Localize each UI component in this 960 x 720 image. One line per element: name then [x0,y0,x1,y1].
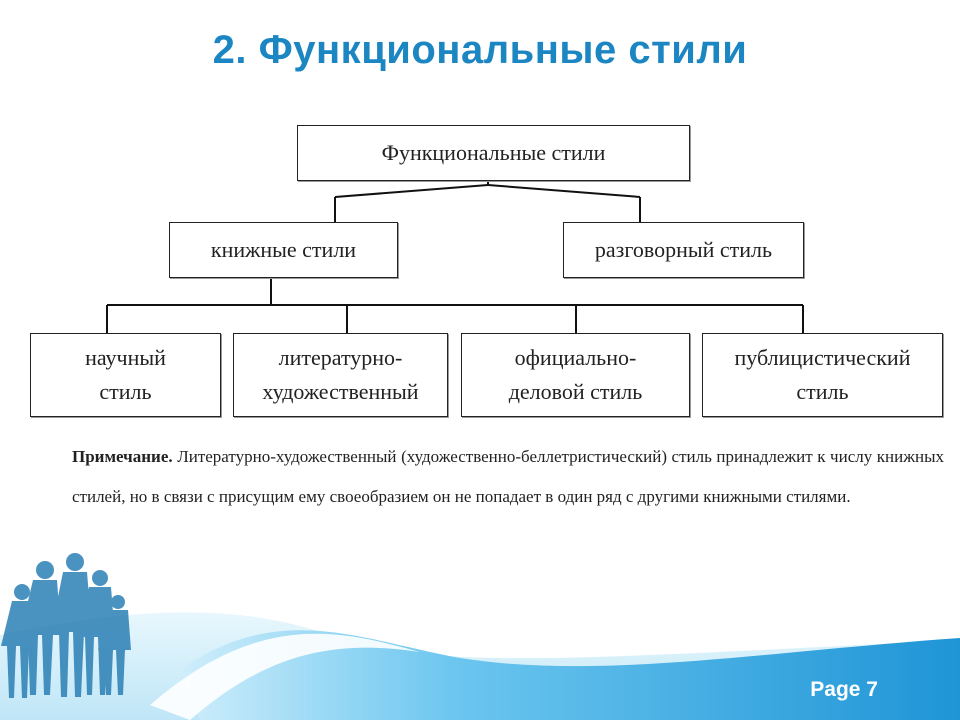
node-label: официально- деловой стиль [508,345,643,404]
node-colloquial-style: разговорный стиль [563,222,804,278]
footer-wave-banner [0,553,960,720]
business-people-icon [1,553,131,698]
node-label: Функциональные стили [381,140,606,165]
note-label: Примечание. [72,447,173,466]
note-text: Литературно-художественный (художественн… [72,447,944,506]
node-book-styles: книжные стили [169,222,398,278]
page-number: Page 7 [810,678,878,701]
node-label: книжные стили [210,237,357,262]
node-scientific-style: научный стиль [30,333,221,417]
node-journalistic-style: публицистический стиль [702,333,943,417]
node-label: разговорный стиль [594,237,773,262]
node-literary-style: литературно- художественный [233,333,448,417]
node-label: литературно- художественный [262,345,419,404]
node-label: публицистический стиль [734,345,911,404]
note-paragraph: Примечание. Литературно-художественный (… [72,437,944,517]
node-label: научный стиль [85,345,166,404]
footer-wave-blue [180,630,960,720]
connector-root-right [487,184,641,198]
slide-title: 2. Функциональные стили [212,28,748,72]
node-functional-styles: Функциональные стили [297,125,690,181]
node-official-style: официально- деловой стиль [461,333,690,417]
footer-swoosh [150,633,420,720]
connector-root-left [334,184,489,198]
